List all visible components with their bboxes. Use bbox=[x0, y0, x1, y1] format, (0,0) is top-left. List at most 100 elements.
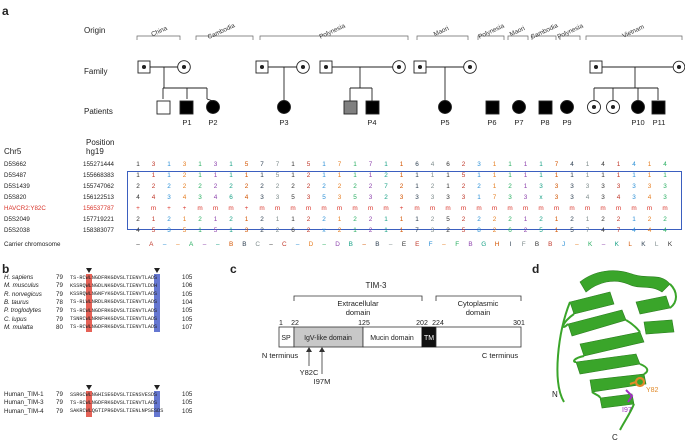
genotype-cell: + bbox=[244, 205, 249, 212]
genotype-cell: 3 bbox=[585, 183, 590, 190]
genotype-cell: 1 bbox=[167, 172, 171, 179]
alignment-species: H. sapiens 79 TS-RCWLNGDFRKGDVSLTIENVTLA… bbox=[4, 274, 204, 334]
genotype-cell: 2 bbox=[151, 183, 156, 190]
y82-label: Y82 bbox=[646, 387, 659, 394]
genotype-cell: 7 bbox=[260, 161, 264, 168]
species-name: M. mulatta bbox=[4, 323, 33, 331]
genotype-cell: 5 bbox=[461, 172, 466, 179]
genotype-cell: 3 bbox=[151, 161, 156, 168]
marker-pos-highlight: 156537787 bbox=[83, 205, 114, 212]
genotype-cell: 2 bbox=[539, 216, 543, 223]
genotype-cell: 2 bbox=[167, 216, 171, 223]
genotype-cell: 3 bbox=[260, 194, 264, 201]
genotype-cell: 5 bbox=[539, 227, 543, 234]
species-end: 105 bbox=[182, 274, 193, 281]
carrier-cell: E bbox=[401, 241, 407, 248]
genotype-cell: 1 bbox=[244, 216, 249, 223]
genotype-cell: 3 bbox=[415, 194, 419, 201]
carrier-cell: K bbox=[667, 241, 673, 248]
genotype-cell: m bbox=[491, 205, 498, 212]
protein-structure: N C Y82 I97 bbox=[552, 270, 677, 442]
genotype-cell: 1 bbox=[337, 216, 342, 223]
genotype-cell: 1 bbox=[151, 216, 156, 223]
patient-p11: P11 bbox=[653, 118, 666, 127]
patient-p2: P2 bbox=[208, 118, 217, 127]
patient-p9: P9 bbox=[562, 118, 571, 127]
genotype-cell: 2 bbox=[508, 216, 512, 223]
genotype-cell: m bbox=[445, 205, 451, 212]
paralog-seq: SSRGCWLNGHISEGDVSLTIENSVESDS bbox=[70, 391, 158, 398]
genotype-cell: 2 bbox=[492, 216, 497, 223]
genotype-cell: 3 bbox=[167, 227, 171, 234]
marker-name: D5S662 bbox=[4, 161, 27, 168]
genotype-cell: 1 bbox=[291, 161, 295, 168]
genotype-cell: 5 bbox=[182, 227, 187, 234]
carrier-cell: F bbox=[428, 241, 433, 248]
genotype-cell: 2 bbox=[430, 216, 435, 223]
genotype-cell: + bbox=[136, 205, 140, 212]
genotype-cell: 2 bbox=[260, 227, 264, 234]
genotype-cell: 5 bbox=[151, 227, 156, 234]
genotype-cell: + bbox=[182, 205, 187, 212]
alignment-paralogs: Human_TIM-1 79 SSRGCWLNGHISEGDVSLTIENSVE… bbox=[4, 391, 204, 419]
carrier-cell: I bbox=[509, 241, 512, 248]
genotype-cell: 2 bbox=[368, 227, 373, 234]
paralog-end: 105 bbox=[182, 399, 193, 407]
patient-p1: P1 bbox=[182, 118, 191, 127]
marker-name: D5S1439 bbox=[4, 183, 30, 190]
genotype-cell: 5 bbox=[213, 227, 218, 234]
pos-125: 125 bbox=[358, 320, 370, 327]
genotype-cell: m bbox=[662, 205, 668, 212]
genotype-cell: 1 bbox=[601, 172, 605, 179]
genotype-cell: 7 bbox=[415, 227, 419, 234]
species-start: 80 bbox=[56, 323, 63, 331]
genotype-cell: 3 bbox=[306, 194, 311, 201]
paralog-name: Human_TIM-4 bbox=[4, 407, 44, 415]
genotype-cell: 1 bbox=[368, 172, 373, 179]
marker-table: D5S662 155271444 D5S487 155668383 D5S143… bbox=[0, 160, 685, 250]
genotype-cell: 7 bbox=[585, 227, 590, 234]
genotype-cell: 3 bbox=[167, 194, 171, 201]
species-start: 79 bbox=[56, 282, 63, 290]
genotype-cell: m bbox=[305, 205, 312, 212]
genotype-cell: 1 bbox=[167, 161, 171, 168]
genotype-cell: 1 bbox=[198, 172, 202, 179]
genotype-cell: 5 bbox=[275, 172, 280, 179]
extracellular-label-1: Extracellular bbox=[337, 299, 379, 308]
carrier-cell: B bbox=[228, 241, 234, 248]
species-start: 79 bbox=[56, 315, 63, 323]
genotype-cell: 2 bbox=[446, 227, 450, 234]
genotype-cell: 4 bbox=[663, 161, 667, 168]
species-name: R. norvegicus bbox=[4, 290, 42, 298]
species-start: 78 bbox=[56, 298, 63, 306]
genotype-cell: 1 bbox=[384, 161, 388, 168]
genotype-cell: m bbox=[538, 205, 544, 212]
genotype-cell: 1 bbox=[198, 227, 202, 234]
genotype-cell: 2 bbox=[167, 183, 171, 190]
position-label: Position bbox=[86, 138, 115, 147]
genotype-cell: m bbox=[615, 205, 622, 212]
genotype-cell: m bbox=[460, 205, 467, 212]
genotype-cell: 4 bbox=[151, 194, 156, 201]
n-label: N bbox=[552, 390, 558, 399]
genotype-cell: 1 bbox=[492, 183, 497, 190]
genotype-cell: 3 bbox=[601, 183, 605, 190]
genotype-cell: 1 bbox=[229, 161, 233, 168]
carrier-cell: B bbox=[534, 241, 540, 248]
genotype-cell: 3 bbox=[663, 183, 667, 190]
genotype-cell: 2 bbox=[213, 183, 218, 190]
genotype-cell: 4 bbox=[136, 227, 140, 234]
paralog-start: 79 bbox=[56, 391, 63, 398]
species-end: 105 bbox=[182, 307, 193, 315]
genotype-cell: 2 bbox=[461, 161, 466, 168]
carrier-cell: – bbox=[322, 241, 326, 248]
genotype-cell: 4 bbox=[647, 194, 652, 201]
genotype-cell: 1 bbox=[523, 172, 528, 179]
genotype-cell: 1 bbox=[647, 172, 652, 179]
carrier-cell: – bbox=[269, 241, 273, 248]
genotype-cell: m bbox=[631, 205, 637, 212]
genotype-cell: 3 bbox=[244, 227, 249, 234]
genotype-cell: 1 bbox=[415, 183, 419, 190]
carrier-cell: L bbox=[654, 241, 659, 248]
genotype-cell: 2 bbox=[523, 227, 528, 234]
